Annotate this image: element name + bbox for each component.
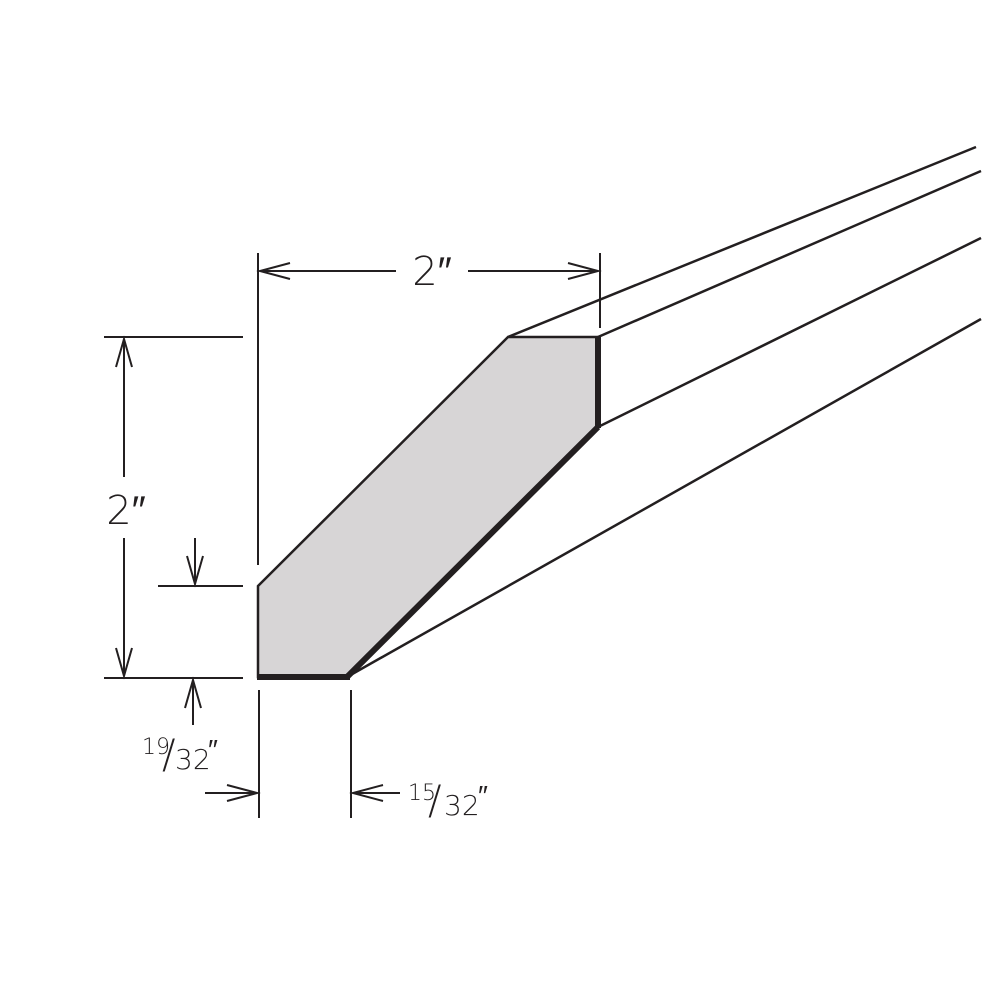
arrowhead-down-small	[186, 555, 204, 588]
extrusion-line-top-right	[597, 169, 982, 339]
arrowhead-right	[567, 262, 602, 280]
label-bottom-width: 15 / 32 ″	[408, 778, 488, 824]
svg-text:″: ″	[208, 733, 218, 766]
svg-text:/: /	[428, 778, 441, 824]
label-top-width: 2″	[412, 249, 452, 295]
label-bottom-flat: 19 / 32 ″	[142, 732, 218, 778]
extrusion-line-mid	[597, 236, 982, 429]
svg-text:15: 15	[408, 781, 436, 806]
arrowhead-right-small	[226, 784, 261, 802]
arrowhead-up	[115, 335, 133, 368]
dimension-bottom-flat	[158, 538, 243, 725]
dimension-bottom-width	[205, 690, 400, 818]
arrowhead-left	[256, 262, 291, 280]
arrowhead-down	[115, 647, 133, 680]
svg-text:″: ″	[478, 779, 488, 812]
dimension-left-height	[104, 335, 243, 680]
arrowhead-up-small	[184, 676, 202, 709]
svg-text:32: 32	[175, 743, 211, 776]
extrusion-lines	[346, 145, 982, 679]
svg-text:32: 32	[444, 789, 480, 822]
svg-text:/: /	[162, 732, 175, 778]
label-left-height: 2″	[106, 488, 146, 534]
arrowhead-left-small	[349, 784, 384, 802]
extrusion-line-bottom	[346, 317, 982, 679]
dimension-top-width	[256, 253, 602, 565]
profile-cross-section	[256, 335, 600, 679]
extrusion-line-top-left	[507, 145, 977, 339]
svg-text:19: 19	[142, 735, 170, 760]
profile-heavy-edges	[257, 337, 601, 680]
